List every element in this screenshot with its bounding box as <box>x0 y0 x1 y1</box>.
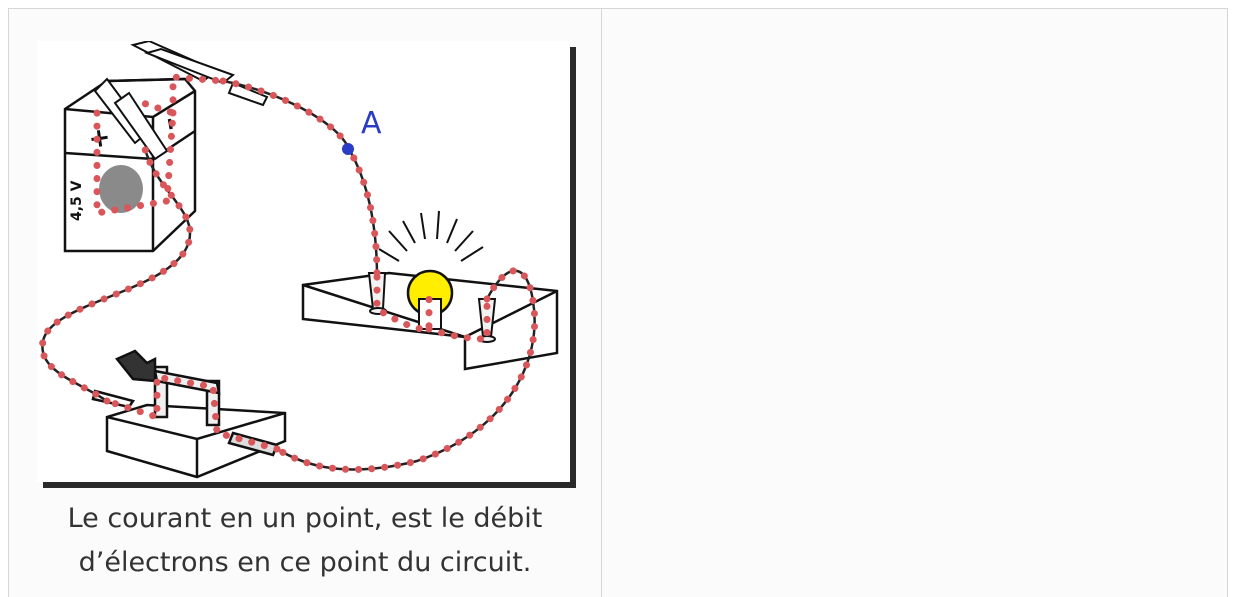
caption-line-1: Le courant en un point, est le débit <box>67 503 543 534</box>
caption-line-2: d’électrons en ce point du circuit. <box>78 547 532 578</box>
figure-caption: Le courant en un point, est le débit d’é… <box>8 497 602 585</box>
point-a-marker <box>342 143 354 155</box>
point-a-label: A <box>361 106 382 141</box>
right-panel <box>601 8 1228 597</box>
crocodile-clips <box>93 41 269 161</box>
bulb-rays <box>378 210 484 262</box>
switch <box>91 349 287 479</box>
battery-voltage-label: 4,5 V <box>69 180 85 221</box>
circuit-figure: + – 4,5 V <box>37 41 570 482</box>
